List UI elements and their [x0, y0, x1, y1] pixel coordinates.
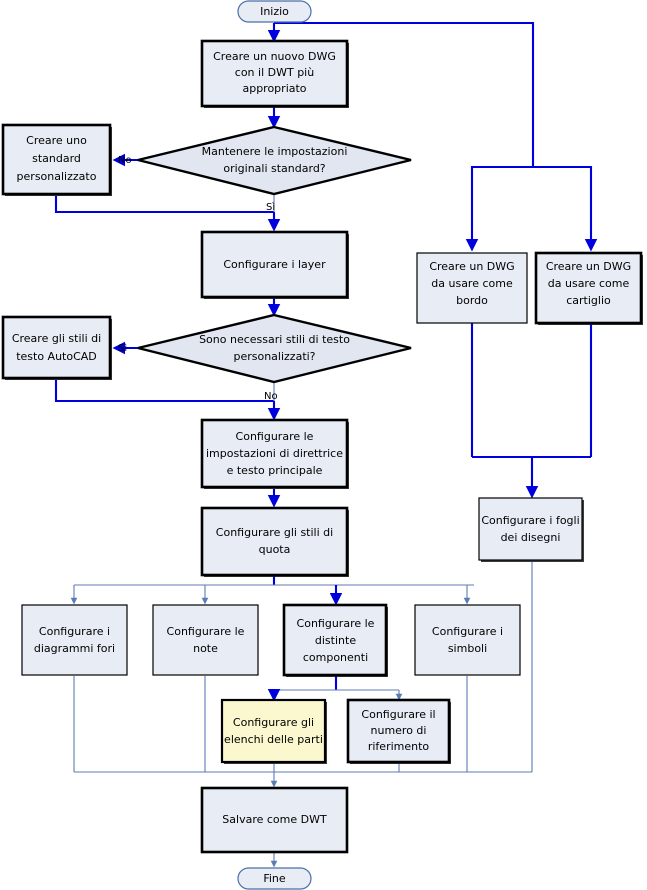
node-dim-styles-line-2: quota [259, 543, 291, 556]
node-balloon-line-3: riferimento [368, 740, 430, 753]
node-border-dwg[interactable]: Creare un DWG da usare come bordo [416, 252, 528, 324]
node-border-dwg-line-3: bordo [456, 294, 488, 307]
node-titleblock-dwg-line-1: Creare un DWG [546, 260, 631, 273]
node-bom[interactable]: Configurare le distinte componenti [282, 603, 388, 677]
node-bom-line-3: componenti [303, 651, 368, 664]
node-save-dwt-line-1: Salvare come DWT [222, 813, 327, 826]
edge-autocad-textstyles-rejoin [54, 380, 274, 403]
node-sheets[interactable]: Configurare i fogli dei disegni [478, 497, 584, 562]
edge-label-standard-yes: Sì [266, 201, 275, 213]
node-symbols-line-1: Configurare i [432, 625, 503, 638]
node-titleblock-dwg-line-3: cartiglio [566, 294, 611, 307]
node-new-dwg-line-1: Creare un nuovo DWG [213, 50, 336, 63]
node-parts-lists[interactable]: Configurare gli elenchi delle parti [220, 698, 327, 764]
node-new-dwg-line-3: appropriato [242, 82, 306, 95]
node-decision-standard[interactable]: Mantenere le impostazioni originali stan… [137, 125, 412, 196]
node-bom-line-1: Configurare le [297, 617, 375, 630]
node-balloon-line-1: Configurare il [361, 708, 435, 721]
node-hole-charts-line-2: diagrammi fori [34, 642, 115, 655]
node-balloon-number[interactable]: Configurare il numero di riferimento [346, 698, 451, 764]
node-decision-textstyles[interactable]: Sono necessari stili di testo personaliz… [137, 313, 412, 384]
node-bom-line-2: distinte [315, 634, 356, 647]
edge-start-to-right-branch [274, 21, 535, 167]
node-decision-standard-line-1: Mantenere le impostazioni [202, 145, 348, 158]
node-autocad-textstyles-line-2: testo AutoCAD [16, 350, 97, 363]
node-save-dwt[interactable]: Salvare come DWT [200, 786, 349, 854]
node-config-layer-line-1: Configurare i layer [223, 258, 326, 271]
edge-label-textstyles-yes: Sì [118, 342, 127, 354]
node-balloon-line-2: numero di [371, 724, 427, 737]
node-border-dwg-line-2: da usare come [431, 277, 513, 290]
node-parts-lists-line-1: Configurare gli [233, 716, 314, 729]
node-custom-standard-line-2: standard [32, 152, 81, 165]
node-hole-charts-line-1: Configurare i [39, 625, 110, 638]
node-new-dwg-line-2: con il DWT più [235, 66, 314, 79]
node-sheets-line-2: dei disegni [501, 531, 561, 544]
node-end[interactable]: Fine [237, 867, 312, 890]
node-decision-textstyles-line-2: personalizzati? [233, 350, 315, 363]
node-leader-line-2: impostazioni di direttrice [206, 447, 343, 460]
node-sheets-line-1: Configurare i fogli [481, 514, 579, 527]
node-custom-standard[interactable]: Creare uno standard personalizzato [1, 123, 112, 196]
node-symbols[interactable]: Configurare i simboli [414, 604, 521, 676]
node-titleblock-dwg-line-2: da usare come [548, 277, 630, 290]
edge-label-standard-no: No [118, 155, 132, 166]
node-autocad-textstyles[interactable]: Creare gli stili di testo AutoCAD [1, 315, 112, 380]
node-dim-styles-line-1: Configurare gli stili di [216, 526, 333, 539]
node-notes-line-1: Configurare le [167, 625, 245, 638]
node-custom-standard-line-3: personalizzato [17, 170, 97, 183]
edge-custom-standard-rejoin [54, 196, 274, 214]
edge-label-textstyles-no: No [264, 391, 278, 402]
node-new-dwg[interactable]: Creare un nuovo DWG con il DWT più appro… [200, 39, 349, 108]
node-parts-lists-line-2: elenchi delle parti [224, 733, 323, 746]
node-notes[interactable]: Configurare le note [152, 604, 259, 676]
node-leader-line-3: e testo principale [227, 464, 323, 477]
node-decision-standard-line-2: originali standard? [223, 162, 325, 175]
edge-branch-to-titleblock-dwg [533, 165, 598, 252]
node-border-dwg-line-1: Creare un DWG [429, 260, 514, 273]
node-custom-standard-line-1: Creare uno [26, 134, 87, 147]
node-start[interactable]: Inizio [237, 0, 312, 23]
node-hole-charts[interactable]: Configurare i diagrammi fori [21, 604, 128, 676]
node-dim-styles[interactable]: Configurare gli stili di quota [200, 506, 349, 577]
node-config-layer[interactable]: Configurare i layer [200, 230, 349, 299]
node-leader-main-text[interactable]: Configurare le impostazioni di direttric… [200, 418, 349, 489]
node-symbols-line-2: simboli [448, 642, 487, 655]
node-leader-line-1: Configurare le [236, 430, 314, 443]
node-autocad-textstyles-line-1: Creare gli stili di [12, 332, 101, 345]
node-decision-textstyles-line-1: Sono necessari stili di testo [199, 333, 350, 346]
edge-branch-to-border-dwg [465, 165, 533, 252]
node-titleblock-dwg[interactable]: Creare un DWG da usare come cartiglio [534, 251, 643, 325]
node-start-label: Inizio [260, 5, 289, 18]
node-notes-line-2: note [193, 642, 218, 655]
node-end-label: Fine [263, 872, 286, 885]
